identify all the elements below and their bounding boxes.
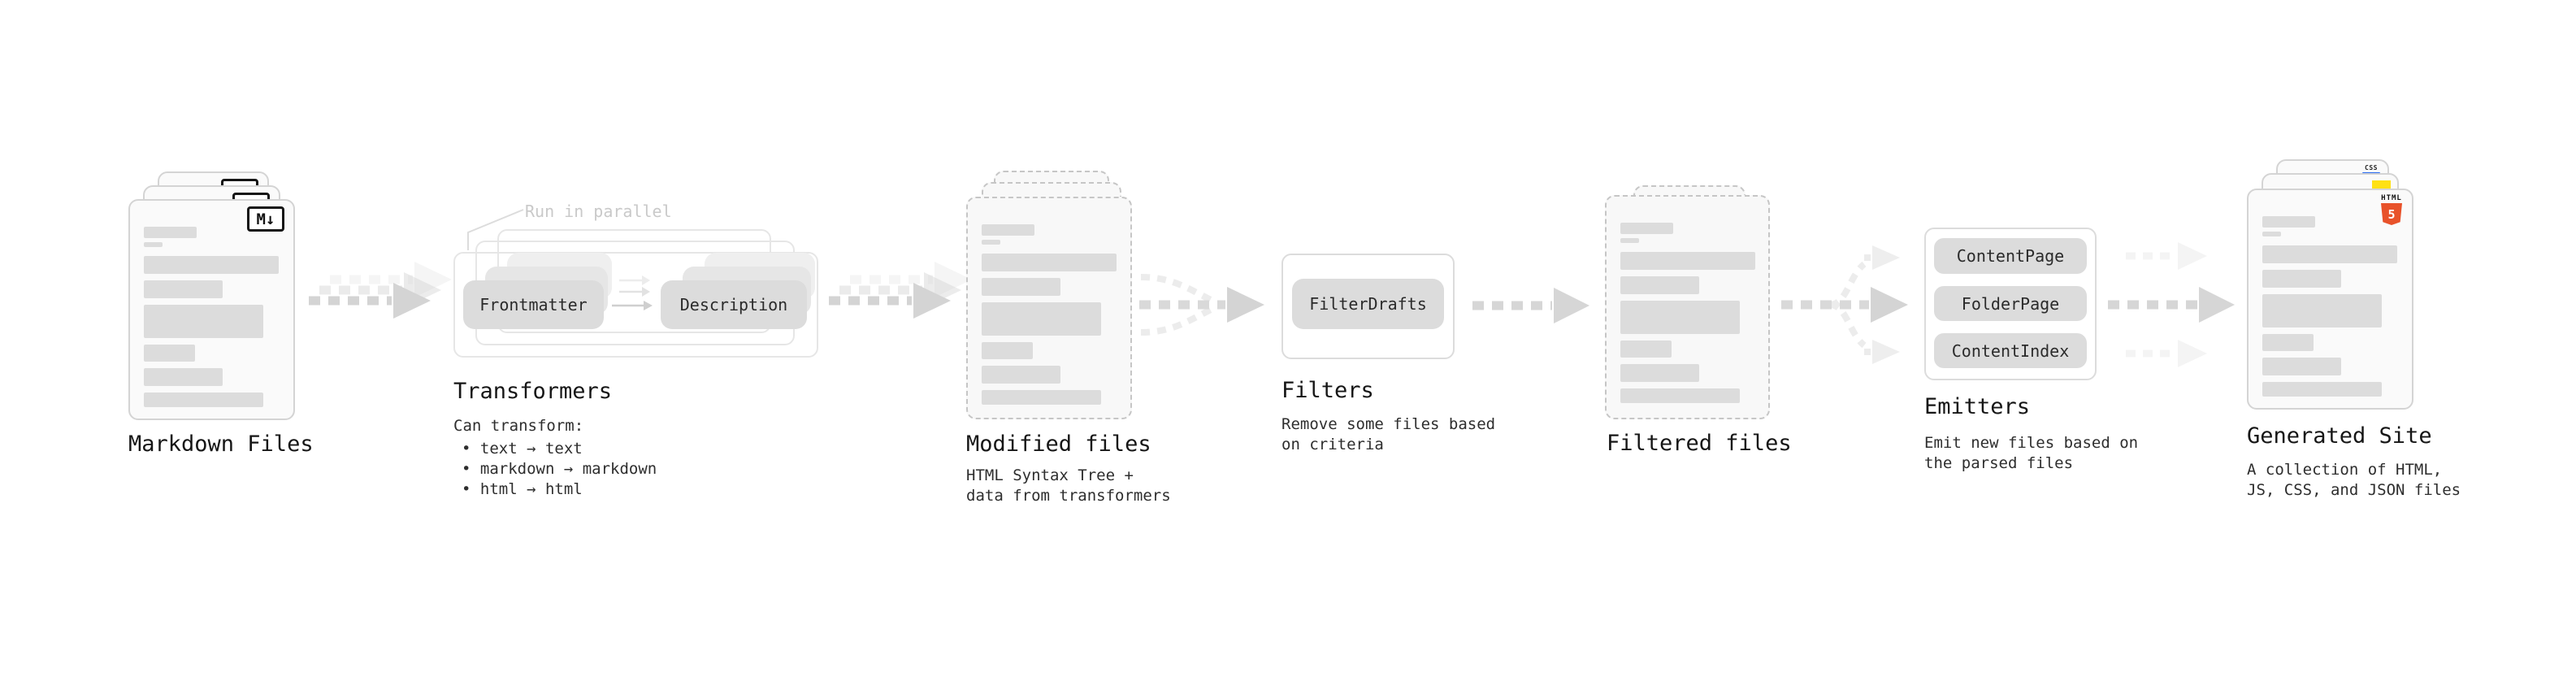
content-bar — [982, 240, 1000, 245]
caption-line: Remove some files based — [1281, 415, 1496, 433]
run-in-parallel-label: Run in parallel — [525, 202, 672, 221]
content-bar — [2262, 245, 2397, 263]
content-bar — [1620, 276, 1699, 294]
content-bar — [2262, 216, 2315, 228]
caption-line: on criteria — [1281, 436, 1384, 453]
css-icon-label: CSS — [2365, 164, 2378, 171]
content-bar — [144, 227, 197, 238]
content-bar — [144, 345, 195, 362]
content-bar — [2262, 358, 2341, 375]
caption-line: the parsed files — [1924, 454, 2074, 472]
filters-caption: Remove some files based on criteria — [1281, 414, 1495, 455]
generated-site-caption: A collection of HTML, JS, CSS, and JSON … — [2247, 460, 2461, 501]
caption-line: HTML Syntax Tree + — [966, 466, 1134, 484]
content-bar — [982, 366, 1060, 384]
caption-line: Emit new files based on — [1924, 434, 2139, 452]
content-bar — [2262, 382, 2382, 397]
pill-description: Description — [661, 280, 807, 329]
html5-icon: HTML 5 — [2379, 194, 2404, 225]
flow-arrow-icon — [309, 262, 452, 319]
parallel-arrows-icon — [612, 275, 653, 310]
content-bar — [2262, 232, 2281, 236]
bullet-item: • markdown → markdown — [462, 460, 657, 478]
flow-arrow-icon — [1472, 288, 1589, 323]
merge-arrow-icon — [1139, 274, 1264, 336]
content-bar — [1620, 301, 1740, 334]
js-icon — [2372, 180, 2391, 189]
modified-files-caption: HTML Syntax Tree + data from transformer… — [966, 466, 1171, 506]
content-bar — [1620, 340, 1672, 358]
markdown-files-title: Markdown Files — [128, 432, 314, 457]
content-bar — [982, 342, 1033, 359]
content-bar — [982, 278, 1060, 296]
content-bar — [144, 280, 223, 298]
content-bar — [2262, 294, 2382, 327]
content-bar — [1620, 252, 1755, 270]
html5-icon-shield: 5 — [2381, 203, 2402, 225]
content-bar — [2262, 270, 2341, 288]
caption-line: data from transformers — [966, 487, 1171, 505]
emitters-title: Emitters — [1924, 394, 2031, 419]
caption-line: A collection of HTML, — [2247, 461, 2443, 479]
caption-line: JS, CSS, and JSON files — [2247, 481, 2461, 499]
annotation-leader-line — [467, 209, 524, 250]
fanout-arrow-icon — [1781, 245, 1908, 364]
transformer-frame-front — [453, 252, 818, 358]
content-bar — [1620, 238, 1639, 243]
content-bar — [1620, 223, 1673, 234]
content-bar — [1620, 388, 1740, 403]
bullet-item: • html → html — [462, 480, 583, 498]
markdown-file-card-front: M↓ — [128, 199, 295, 420]
html5-icon-label: HTML — [2381, 194, 2402, 202]
filtered-files-title: Filtered files — [1607, 431, 1792, 456]
pill-filterdrafts: FilterDrafts — [1292, 279, 1444, 329]
pill-frontmatter: Frontmatter — [463, 280, 604, 329]
content-bar — [982, 254, 1117, 271]
generated-site-title: Generated Site — [2247, 423, 2432, 449]
emitters-caption: Emit new files based on the parsed files — [1924, 433, 2138, 474]
content-bar — [144, 393, 263, 407]
transformers-caption: Can transform: • text → text • markdown … — [453, 416, 657, 500]
modified-files-title: Modified files — [966, 432, 1151, 457]
modified-file-card-front — [966, 197, 1132, 419]
pill-contentindex: ContentIndex — [1934, 333, 2087, 368]
filters-title: Filters — [1281, 378, 1374, 403]
pill-contentpage: ContentPage — [1934, 238, 2087, 274]
flow-arrow-icon — [829, 262, 972, 319]
content-bar — [144, 256, 279, 274]
content-bar — [144, 242, 163, 247]
pill-folderpage: FolderPage — [1934, 286, 2087, 321]
content-bar — [144, 305, 263, 338]
markdown-icon: M↓ — [247, 206, 284, 232]
content-bar — [2262, 334, 2314, 351]
transformers-title: Transformers — [453, 379, 613, 404]
triple-arrow-icon — [2108, 242, 2235, 367]
caption-heading: Can transform: — [453, 417, 584, 435]
generated-file-card-html: HTML 5 — [2247, 189, 2413, 410]
bullet-item: • text → text — [462, 440, 583, 458]
filtered-file-card-front — [1605, 195, 1770, 419]
content-bar — [982, 302, 1101, 336]
content-bar — [982, 390, 1101, 405]
content-bar — [982, 224, 1034, 236]
content-bar — [144, 368, 223, 386]
content-bar — [1620, 364, 1699, 382]
